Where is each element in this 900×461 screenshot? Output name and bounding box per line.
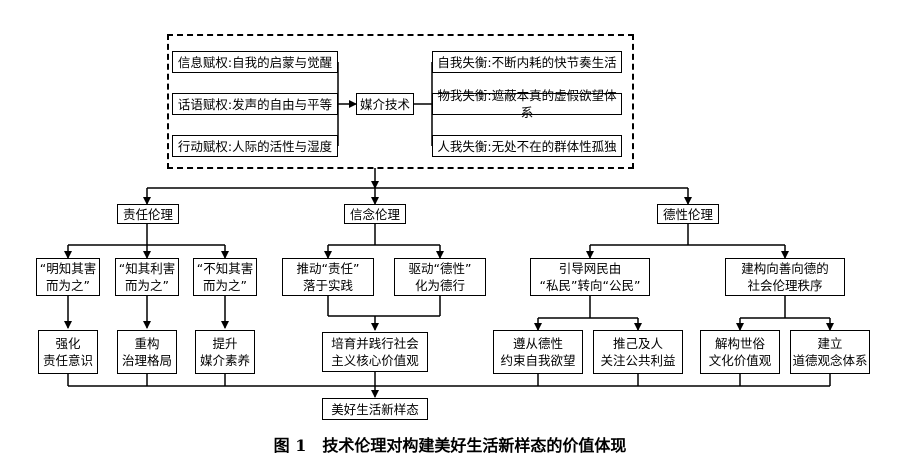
left-item-1: 信息赋权:自我的启蒙与觉醒 bbox=[172, 51, 338, 73]
responsibility-cause-3: “不知其害 而为之” bbox=[193, 258, 257, 296]
virtue-branch-1: 引导网民由 “私民”转向“公民” bbox=[530, 258, 650, 296]
responsibility-action-1: 强化 责任意识 bbox=[38, 330, 98, 374]
figure-caption: 图 1 技术伦理对构建美好生活新样态的价值体现 bbox=[273, 436, 627, 455]
virtue-branch-2: 建构向善向德的 社会伦理秩序 bbox=[725, 258, 845, 296]
virtue-ethics-title: 德性伦理 bbox=[657, 204, 719, 224]
virtue-action-3: 解构世俗 文化价值观 bbox=[700, 330, 780, 374]
right-item-3: 人我失衡:无处不在的群体性孤独 bbox=[432, 135, 622, 157]
belief-ethics-title: 信念伦理 bbox=[344, 204, 406, 224]
belief-cause-2: 驱动“德性” 化为德行 bbox=[394, 258, 486, 296]
left-item-3: 行动赋权:人际的活性与湿度 bbox=[172, 135, 338, 157]
responsibility-ethics-title: 责任伦理 bbox=[117, 204, 179, 224]
belief-action: 培育并践行社会 主义核心价值观 bbox=[322, 332, 428, 372]
right-item-2: 物我失衡:遮蔽本真的虚假欲望体系 bbox=[432, 88, 622, 120]
responsibility-action-3: 提升 媒介素养 bbox=[195, 330, 255, 374]
center-media-tech: 媒介技术 bbox=[356, 93, 414, 115]
media-tech-dashed-frame bbox=[167, 34, 634, 169]
result-box: 美好生活新样态 bbox=[322, 398, 428, 420]
responsibility-action-2: 重构 治理格局 bbox=[117, 330, 177, 374]
responsibility-cause-2: “知其利害 而为之” bbox=[115, 258, 179, 296]
left-item-2: 话语赋权:发声的自由与平等 bbox=[172, 93, 338, 115]
connector-lines bbox=[64, 62, 834, 398]
belief-cause-1: 推动“责任” 落于实践 bbox=[282, 258, 374, 296]
virtue-action-4: 建立 道德观念体系 bbox=[790, 330, 870, 374]
responsibility-cause-1: “明知其害 而为之” bbox=[36, 258, 100, 296]
right-item-1: 自我失衡:不断内耗的快节奏生活 bbox=[432, 51, 622, 73]
virtue-action-1: 遵从德性 约束自我欲望 bbox=[493, 330, 583, 374]
virtue-action-2: 推己及人 关注公共利益 bbox=[593, 330, 683, 374]
